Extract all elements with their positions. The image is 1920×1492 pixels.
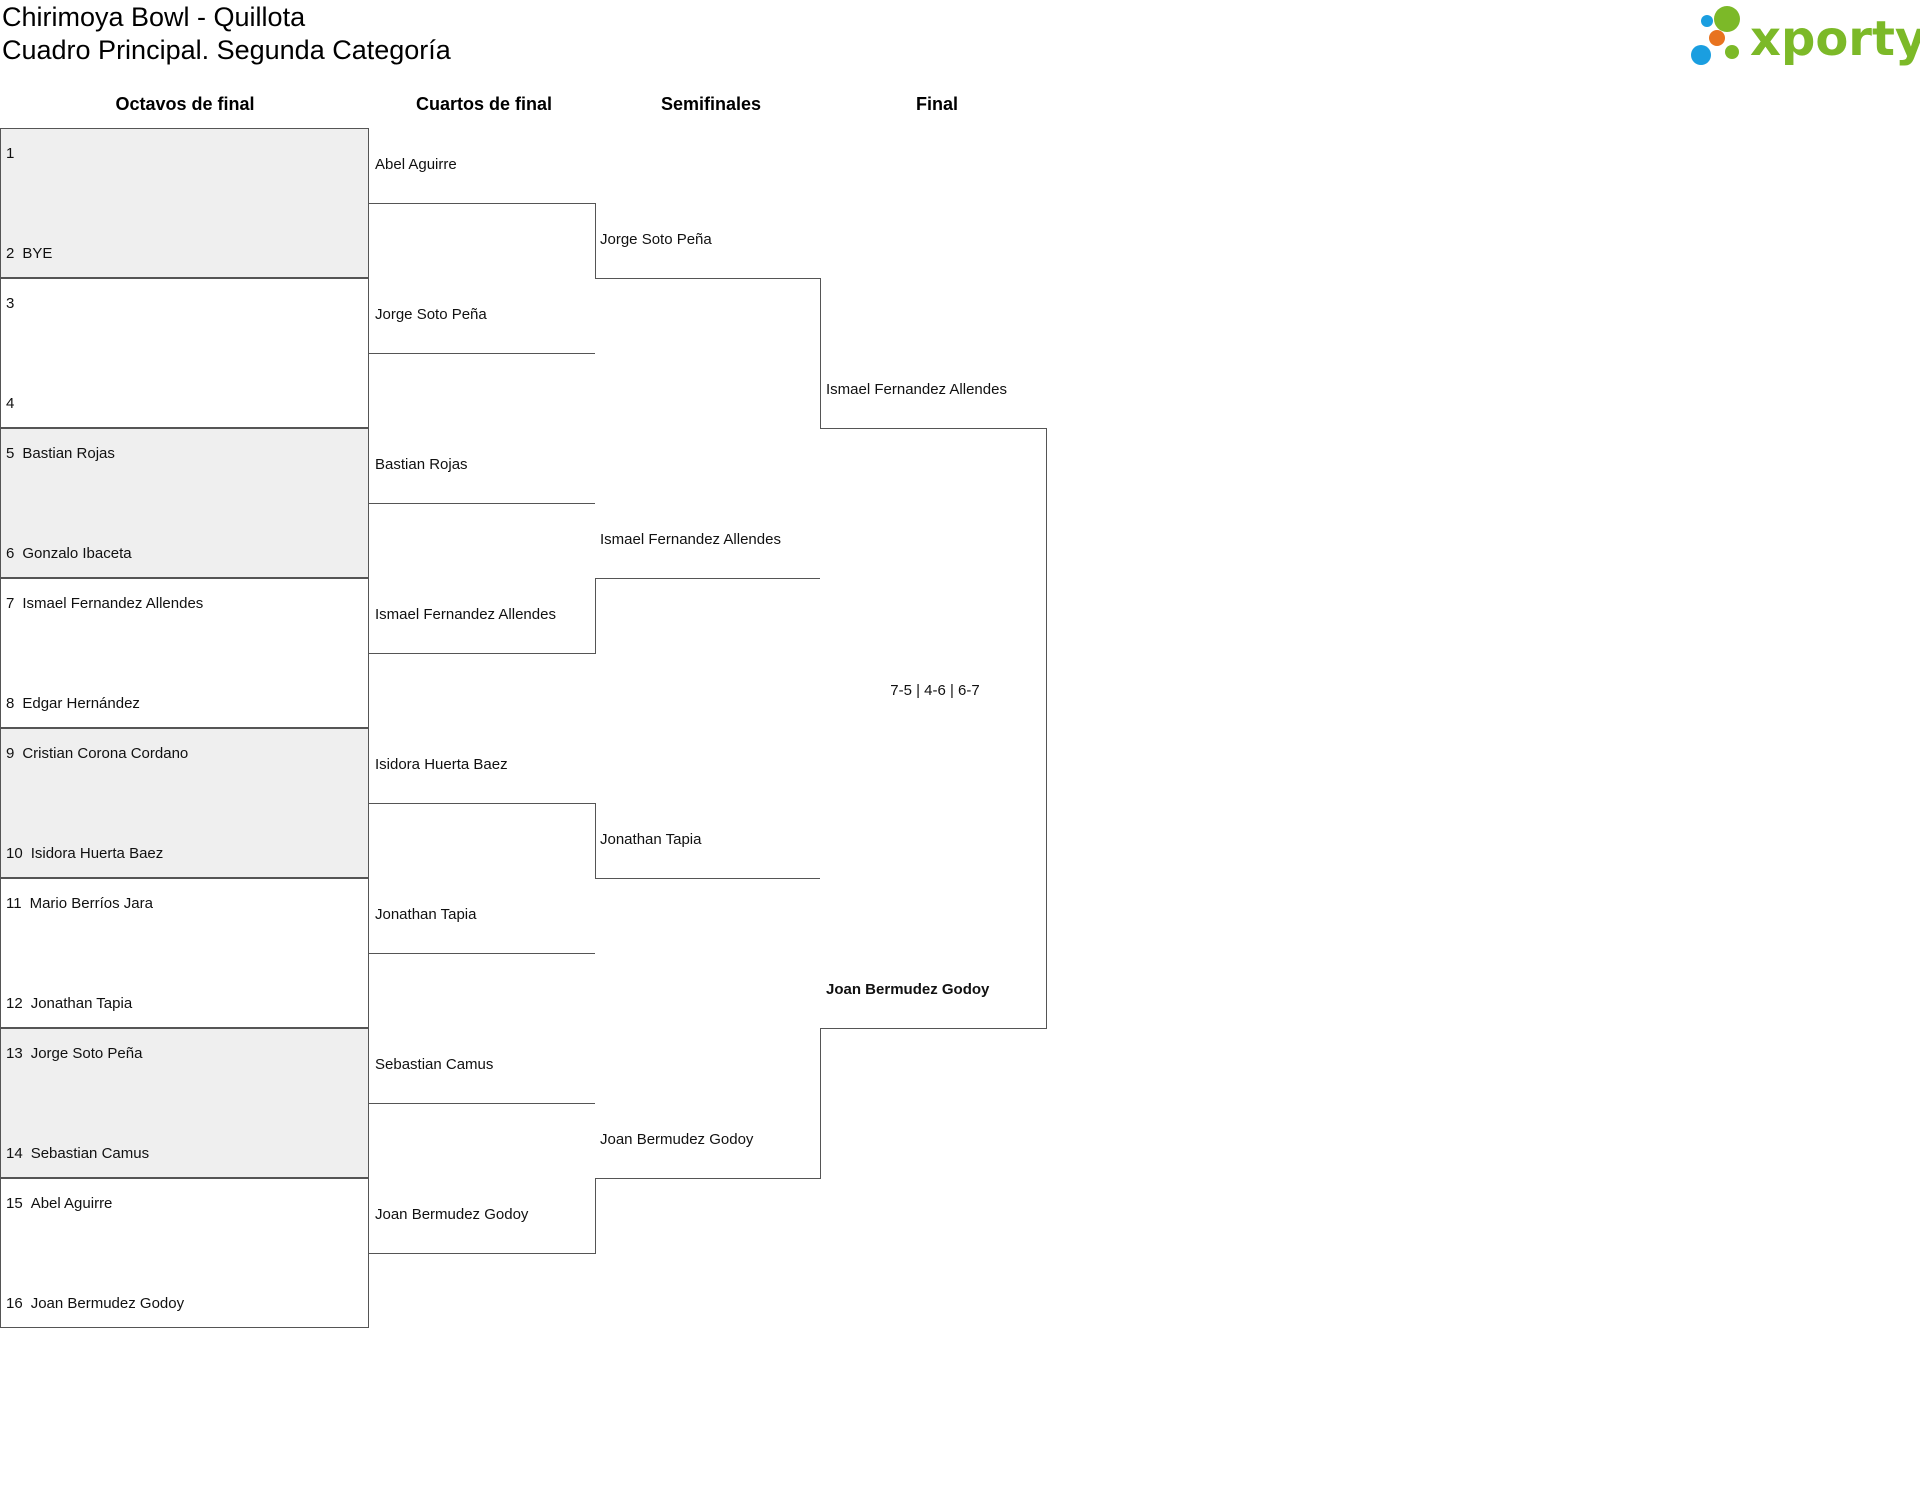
logo-dot-blue-large: [1691, 45, 1711, 65]
qf-bracket-2: [369, 503, 596, 654]
r16-match-2: 3 4: [0, 278, 369, 428]
qf-player: Joan Bermudez Godoy: [375, 1206, 529, 1223]
r16-slot-bottom: 4: [6, 395, 22, 413]
r16-match-3: 5 Bastian Rojas 6 Gonzalo Ibaceta: [0, 428, 369, 578]
r16-slot-bottom: 12 Jonathan Tapia: [6, 995, 132, 1013]
final-winner: Joan Bermudez Godoy: [826, 981, 990, 998]
player-name: Isidora Huerta Baez: [30, 845, 164, 862]
logo-dot-orange: [1709, 30, 1725, 46]
seed-number: 9: [6, 745, 15, 762]
qf-player: Abel Aguirre: [375, 156, 457, 173]
r16-slot-bottom: 14 Sebastian Camus: [6, 1145, 149, 1163]
sf-player: Jonathan Tapia: [600, 831, 702, 848]
sf-player: Joan Bermudez Godoy: [600, 1131, 754, 1148]
r16-match-8: 15 Abel Aguirre 16 Joan Bermudez Godoy: [0, 1178, 369, 1328]
player-name: Ismael Fernandez Allendes: [22, 595, 204, 612]
round-header-quarterfinals: Cuartos de final: [415, 94, 553, 114]
sf-player: Ismael Fernandez Allendes: [600, 531, 781, 548]
final-score: 7-5 | 4-6 | 6-7: [890, 682, 980, 699]
r16-match-6: 11 Mario Berríos Jara 12 Jonathan Tapia: [0, 878, 369, 1028]
seed-number: 15: [6, 1195, 23, 1212]
r16-slot-top: 13 Jorge Soto Peña: [6, 1045, 142, 1063]
seed-number: 13: [6, 1045, 23, 1062]
round-header-r16: Octavos de final: [115, 94, 255, 114]
player-name: Jonathan Tapia: [30, 995, 133, 1012]
player-name: Abel Aguirre: [30, 1195, 113, 1212]
xporty-logo: xporty: [1690, 0, 1920, 75]
final-bracket: [820, 428, 1047, 1029]
player-name: Bastian Rojas: [22, 445, 115, 462]
qf-player: Ismael Fernandez Allendes: [375, 606, 556, 623]
r16-slot-top: 15 Abel Aguirre: [6, 1195, 112, 1213]
seed-number: 10: [6, 845, 23, 862]
qf-bracket-4: [369, 1103, 596, 1254]
round-header-final: Final: [915, 94, 958, 114]
seed-number: 7: [6, 595, 15, 612]
player-name: Edgar Hernández: [22, 695, 140, 712]
r16-match-5: 9 Cristian Corona Cordano 10 Isidora Huert…: [0, 728, 369, 878]
logo-dot-green-large: [1714, 6, 1740, 32]
seed-number: 16: [6, 1295, 23, 1312]
player-name: Jorge Soto Peña: [30, 1045, 143, 1062]
seed-number: 12: [6, 995, 23, 1012]
seed-number: 8: [6, 695, 15, 712]
qf-player: Jonathan Tapia: [375, 906, 477, 923]
player-name: Gonzalo Ibaceta: [22, 545, 132, 562]
r16-slot-bottom: 2 BYE: [6, 245, 52, 263]
r16-slot-bottom: 6 Gonzalo Ibaceta: [6, 545, 132, 563]
r16-slot-bottom: 16 Joan Bermudez Godoy: [6, 1295, 184, 1313]
tournament-title: Chirimoya Bowl - Quillota: [2, 2, 306, 32]
sf-bracket-2: [595, 878, 821, 1179]
r16-slot-top: 7 Ismael Fernandez Allendes: [6, 595, 203, 613]
seed-number: 14: [6, 1145, 23, 1162]
r16-slot-top: 5 Bastian Rojas: [6, 445, 115, 463]
r16-slot-top: 1: [6, 145, 22, 163]
qf-player: Jorge Soto Peña: [375, 306, 487, 323]
qf-bracket-3: [369, 803, 596, 954]
r16-match-7: 13 Jorge Soto Peña 14 Sebastian Camus: [0, 1028, 369, 1178]
r16-match-4: 7 Ismael Fernandez Allendes 8 Edgar Hernán…: [0, 578, 369, 728]
qf-player: Isidora Huerta Baez: [375, 756, 508, 773]
qf-player: Sebastian Camus: [375, 1056, 494, 1073]
seed-number: 11: [6, 895, 22, 912]
seed-number: 1: [6, 145, 15, 162]
seed-number: 2: [6, 245, 15, 262]
logo-dot-blue-small: [1701, 15, 1713, 27]
sf-player: Jorge Soto Peña: [600, 231, 712, 248]
r16-slot-bottom: 10 Isidora Huerta Baez: [6, 845, 163, 863]
seed-number: 4: [6, 395, 15, 412]
seed-number: 5: [6, 445, 15, 462]
r16-slot-top: 11 Mario Berríos Jara: [6, 895, 153, 913]
player-name: Mario Berríos Jara: [29, 895, 153, 912]
draw-subtitle: Cuadro Principal. Segunda Categoría: [2, 35, 451, 65]
sf-bracket-1: [595, 278, 821, 579]
qf-player: Bastian Rojas: [375, 456, 468, 473]
r16-slot-top: 3: [6, 295, 22, 313]
qf-bracket-1: [369, 203, 596, 354]
player-name: Sebastian Camus: [30, 1145, 150, 1162]
player-name: BYE: [22, 245, 53, 262]
player-name: Joan Bermudez Godoy: [30, 1295, 185, 1312]
seed-number: 3: [6, 295, 15, 312]
r16-slot-top: 9 Cristian Corona Cordano: [6, 745, 188, 763]
logo-wordmark: xporty: [1750, 11, 1920, 67]
logo-dot-green-small: [1725, 45, 1739, 59]
player-name: Cristian Corona Cordano: [22, 745, 189, 762]
seed-number: 6: [6, 545, 15, 562]
round-header-semifinals: Semifinales: [660, 94, 762, 114]
r16-match-1: 1 2 BYE: [0, 128, 369, 278]
r16-slot-bottom: 8 Edgar Hernández: [6, 695, 140, 713]
final-player: Ismael Fernandez Allendes: [826, 381, 1007, 398]
